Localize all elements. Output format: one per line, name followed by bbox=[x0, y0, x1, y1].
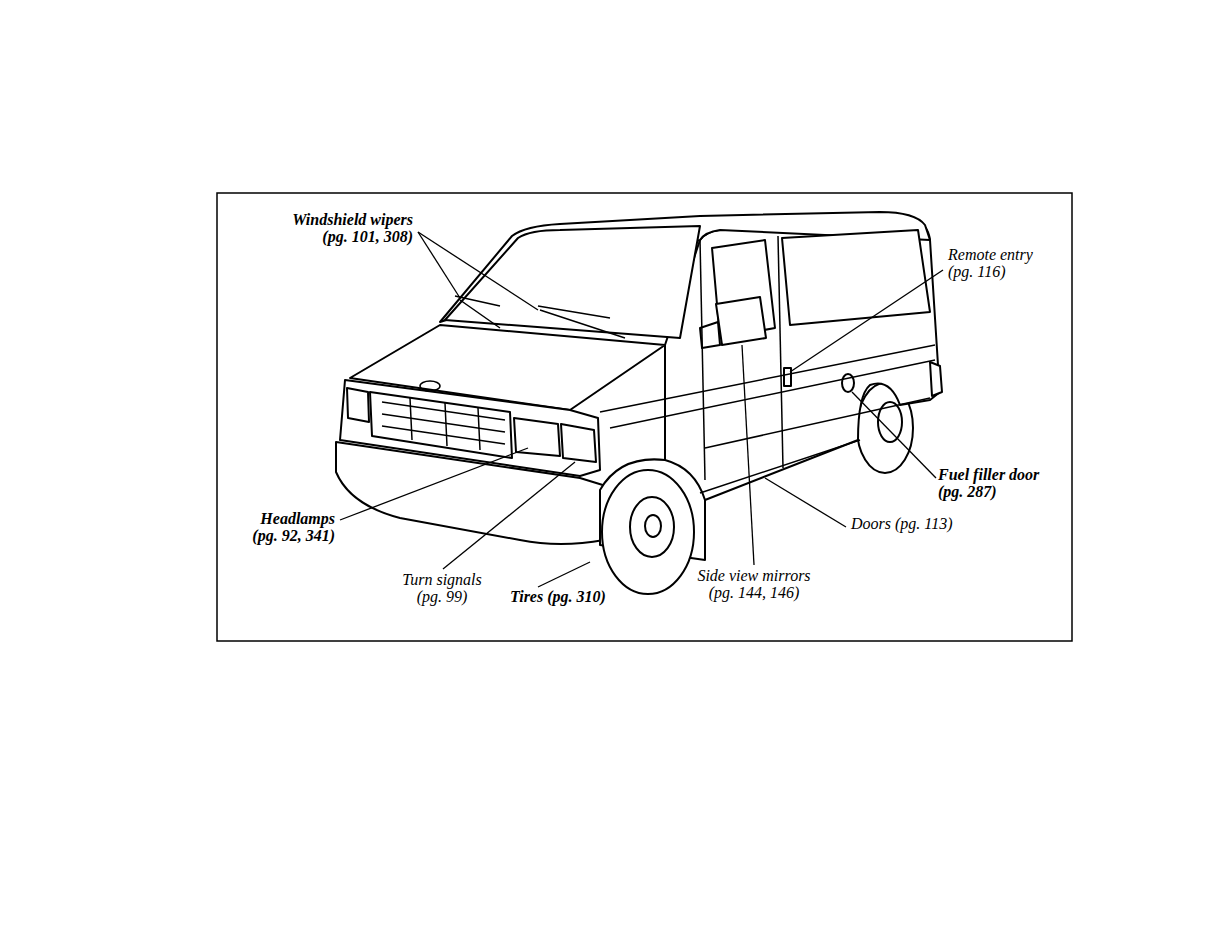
van-details bbox=[382, 236, 935, 493]
leader-line bbox=[418, 232, 460, 298]
frame bbox=[217, 193, 1072, 641]
leader-line bbox=[538, 562, 590, 587]
leader-line bbox=[742, 345, 754, 565]
leader-line bbox=[418, 232, 538, 310]
van-drawing bbox=[336, 212, 942, 594]
part-label: Remote entry (pg. 116) bbox=[948, 247, 1037, 281]
part-label: Fuel filler door (pg. 287) bbox=[938, 467, 1044, 501]
part-label: Windshield wipers (pg. 101, 308) bbox=[288, 212, 413, 246]
part-label: Turn signals (pg. 99) bbox=[400, 572, 484, 606]
leader-line bbox=[340, 448, 528, 520]
part-label: Headlamps (pg. 92, 341) bbox=[248, 511, 335, 545]
leader-lines bbox=[340, 232, 943, 587]
leader-line bbox=[852, 392, 936, 478]
part-label: Side view mirrors (pg. 144, 146) bbox=[695, 568, 813, 602]
leader-line bbox=[765, 478, 846, 527]
part-label: Doors (pg. 113) bbox=[851, 516, 957, 533]
leader-line bbox=[443, 462, 575, 569]
leader-line bbox=[790, 270, 943, 372]
part-label: Tires (pg. 310) bbox=[510, 589, 610, 606]
